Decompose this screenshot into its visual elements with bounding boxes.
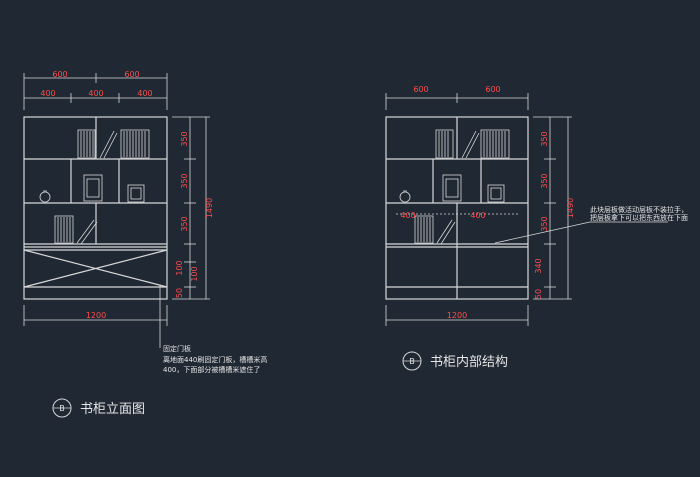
int-right-dim-3: 350 [540, 216, 549, 231]
interior-decor [399, 129, 510, 245]
interior-note: 此块层板做活动层板不装拉手， 把层板拿下可以把东西放在下面 [590, 205, 688, 222]
elev-top-dim-1: 600 [52, 70, 67, 79]
elev-second-dim-3: 400 [137, 89, 152, 98]
elev-right-total: 1490 [205, 198, 214, 218]
elevation-right-labels: 350 350 350 100 100 50 1490 [175, 131, 214, 298]
int-note-line1: 此块层板做活动层板不装拉手， [590, 205, 688, 214]
int-caption-text: 书柜内部结构 [430, 354, 508, 370]
elev-caption-text: 书柜立面图 [80, 402, 145, 417]
int-right-dim-2: 350 [540, 173, 549, 188]
int-top-dim-2: 600 [485, 85, 500, 94]
int-inner-dim-2: 400 [470, 211, 485, 220]
elev-caption-marker: B [59, 404, 65, 413]
int-right-total: 1490 [566, 198, 575, 218]
int-note-line2: 把层板拿下可以把东西放在下面 [590, 213, 688, 222]
elev-second-dim-1: 400 [40, 89, 55, 98]
int-right-dim-5: 50 [534, 289, 543, 299]
elevation-dimensions [23, 73, 210, 348]
int-right-dim-4: 340 [534, 258, 543, 273]
interior-dim-labels: 600 600 400 400 1200 [400, 85, 500, 320]
elev-note-title: 固定门板 [163, 344, 191, 353]
elevation-caption: B 书柜立面图 [52, 398, 145, 418]
elev-right-dim-2: 350 [180, 173, 189, 188]
elevation-dim-labels: 600 600 400 400 400 1200 [40, 70, 152, 320]
int-right-dim-1: 350 [540, 131, 549, 146]
interior-drawing [385, 116, 529, 300]
int-caption-marker: B [409, 357, 415, 366]
interior-dimensions [385, 93, 668, 326]
elev-right-dim-6: 50 [175, 288, 184, 298]
elev-right-dim-4: 100 [175, 260, 184, 275]
interior-caption: B 书柜内部结构 [402, 351, 508, 371]
elev-note-line2: 400，下面部分被槽槽米遮住了 [163, 365, 260, 374]
elev-right-dim-3: 350 [180, 216, 189, 231]
int-bottom-total: 1200 [447, 311, 467, 320]
elev-right-dim-5: 100 [190, 266, 199, 281]
int-top-dim-1: 600 [413, 85, 428, 94]
elev-top-dim-2: 600 [124, 70, 139, 79]
elevation-drawing [23, 116, 168, 300]
elev-second-dim-2: 400 [88, 89, 103, 98]
elev-right-dim-1: 350 [180, 131, 189, 146]
elev-bottom-total: 1200 [86, 311, 106, 320]
elev-note-line1: 离地面440刷固定门板，槽槽米高 [163, 355, 267, 364]
interior-right-labels: 350 350 350 340 50 1490 [534, 131, 575, 299]
elevation-decor [39, 129, 150, 245]
elevation-note: 固定门板 离地面440刷固定门板，槽槽米高 400，下面部分被槽槽米遮住了 [163, 344, 267, 374]
int-inner-dim-1: 400 [400, 211, 415, 220]
